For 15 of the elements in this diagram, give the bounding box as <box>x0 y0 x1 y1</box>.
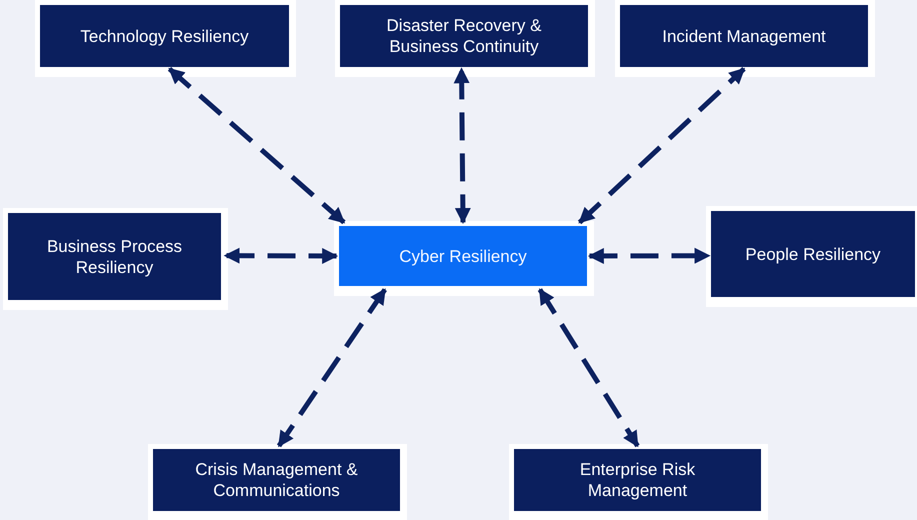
topic-box: Enterprise Risk Management <box>514 449 761 511</box>
topic-box: Business Process Resiliency <box>8 213 221 300</box>
dashed-arrow <box>168 66 346 224</box>
dashed-arrow <box>224 248 338 264</box>
dashed-arrow <box>538 288 640 448</box>
topic-box: Crisis Management & Communications <box>153 449 400 511</box>
topic-box: Technology Resiliency <box>40 5 289 67</box>
dashed-arrow <box>588 248 711 264</box>
dashed-arrow <box>276 288 387 448</box>
topic-box: People Resiliency <box>711 211 915 297</box>
central-box: Cyber Resiliency <box>339 226 587 286</box>
dashed-arrow <box>454 67 471 224</box>
topic-box: Incident Management <box>620 5 868 67</box>
dashed-arrow <box>578 67 746 224</box>
topic-box: Disaster Recovery & Business Continuity <box>340 5 588 67</box>
